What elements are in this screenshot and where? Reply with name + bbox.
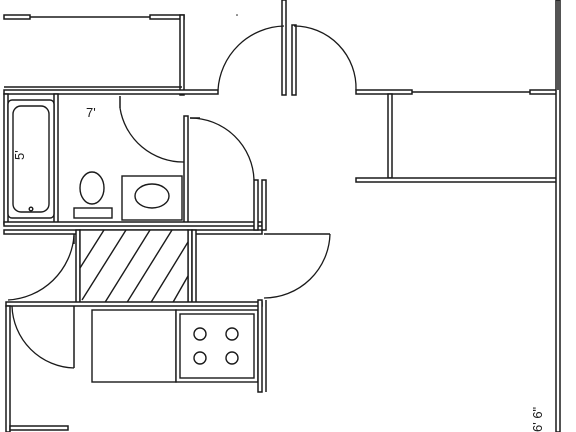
wall-segment — [183, 115, 189, 225]
wall-segment — [355, 177, 559, 183]
toilet-bowl — [79, 171, 105, 205]
wall-segment — [261, 179, 267, 231]
stove-top — [179, 313, 255, 379]
left-door — [5, 234, 75, 432]
kitchen — [91, 299, 267, 393]
wall-segment — [5, 301, 263, 307]
wall-segment — [3, 89, 219, 95]
wall-segment — [555, 0, 561, 432]
tub-drain — [28, 206, 34, 212]
room-dimension-label: 6' 6" — [530, 406, 545, 432]
counter — [91, 309, 177, 383]
wall-segment — [291, 24, 297, 96]
toilet-tank — [73, 207, 113, 219]
wall-segment — [5, 305, 11, 432]
wall-segment — [281, 0, 287, 96]
hall-door — [189, 117, 267, 231]
kitchen-door — [263, 233, 331, 299]
sink-basin — [134, 183, 170, 209]
door-swing-arc — [11, 305, 75, 369]
burner — [225, 351, 239, 365]
wall-segment — [3, 221, 263, 227]
top-left-room — [3, 14, 219, 96]
door-swing-arc — [119, 107, 185, 163]
burner — [225, 327, 239, 341]
wall-segment — [529, 89, 559, 95]
hatch-lines — [79, 229, 189, 305]
wall-segment — [191, 229, 197, 305]
bathroom: 5' 7' — [3, 93, 263, 235]
tub-length-label: 5' — [12, 150, 27, 160]
bath-width-label: 7' — [86, 105, 96, 120]
door-swing-arc — [263, 233, 331, 299]
wall-segment — [257, 299, 263, 393]
wall-segment — [179, 14, 185, 96]
wall-segment — [253, 179, 259, 231]
wall-segment — [355, 89, 413, 95]
door-swing-arc — [7, 235, 75, 301]
door-swing-arc — [293, 25, 357, 91]
door-swing-arc — [189, 117, 255, 181]
utility-closet — [5, 229, 263, 307]
burner — [193, 327, 207, 341]
wall-segment — [387, 93, 393, 179]
wall-segment — [149, 14, 185, 20]
burner — [193, 351, 207, 365]
wall-segment — [9, 425, 69, 431]
door-swing-arc — [217, 25, 285, 91]
wall-segment — [3, 14, 31, 20]
bathtub-basin — [12, 105, 50, 213]
speck — [236, 14, 238, 16]
hall-closet — [217, 0, 561, 432]
